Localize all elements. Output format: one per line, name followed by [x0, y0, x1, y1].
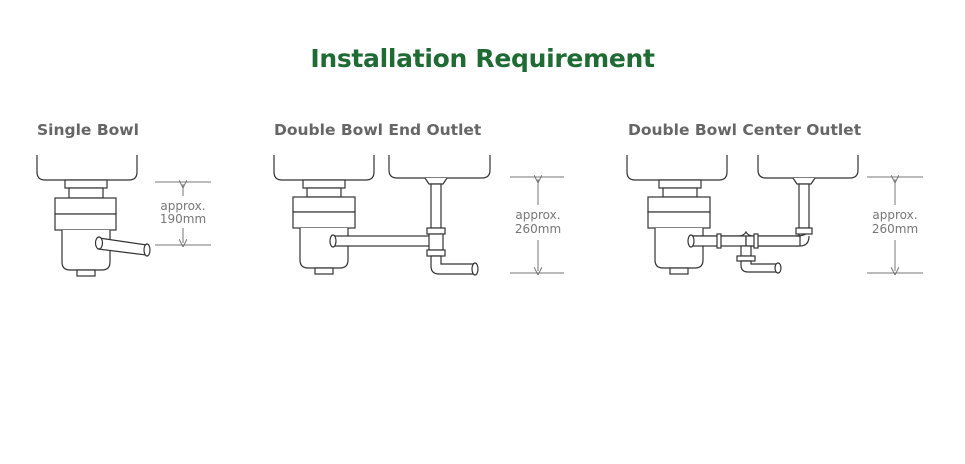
page-title: Installation Requirement — [310, 44, 655, 73]
heading-single-bowl: Single Bowl — [37, 121, 139, 139]
vertical-drain-pipe — [430, 183, 442, 229]
heading-double-bowl-center-outlet: Double Bowl Center Outlet — [628, 121, 862, 139]
left-sink-bowl — [273, 155, 375, 181]
double-bowl-end-outlet-diagram: approx. 260mm — [273, 155, 564, 276]
horizontal-pipe — [331, 235, 433, 247]
dimension-label-line2: 190mm — [160, 212, 206, 226]
disposer-collar — [54, 197, 117, 215]
sink-bowl — [36, 155, 138, 181]
double-bowl-center-outlet-diagram: approx. 260mm — [626, 155, 923, 274]
right-sink-bowl — [757, 155, 859, 179]
dimension-label-line1: approx. — [515, 208, 560, 222]
dimension-label-line1: approx. — [160, 199, 205, 213]
vertical-drain-pipe — [798, 183, 810, 229]
dimension-label-line1: approx. — [872, 208, 917, 222]
dimension-label-line2: 260mm — [515, 222, 561, 236]
dimension-label-line2: 260mm — [872, 222, 918, 236]
single-bowl-diagram: approx. 190mm — [36, 155, 211, 277]
left-sink-bowl — [626, 155, 728, 181]
heading-double-bowl-end-outlet: Double Bowl End Outlet — [274, 121, 482, 139]
right-sink-bowl — [388, 155, 491, 179]
